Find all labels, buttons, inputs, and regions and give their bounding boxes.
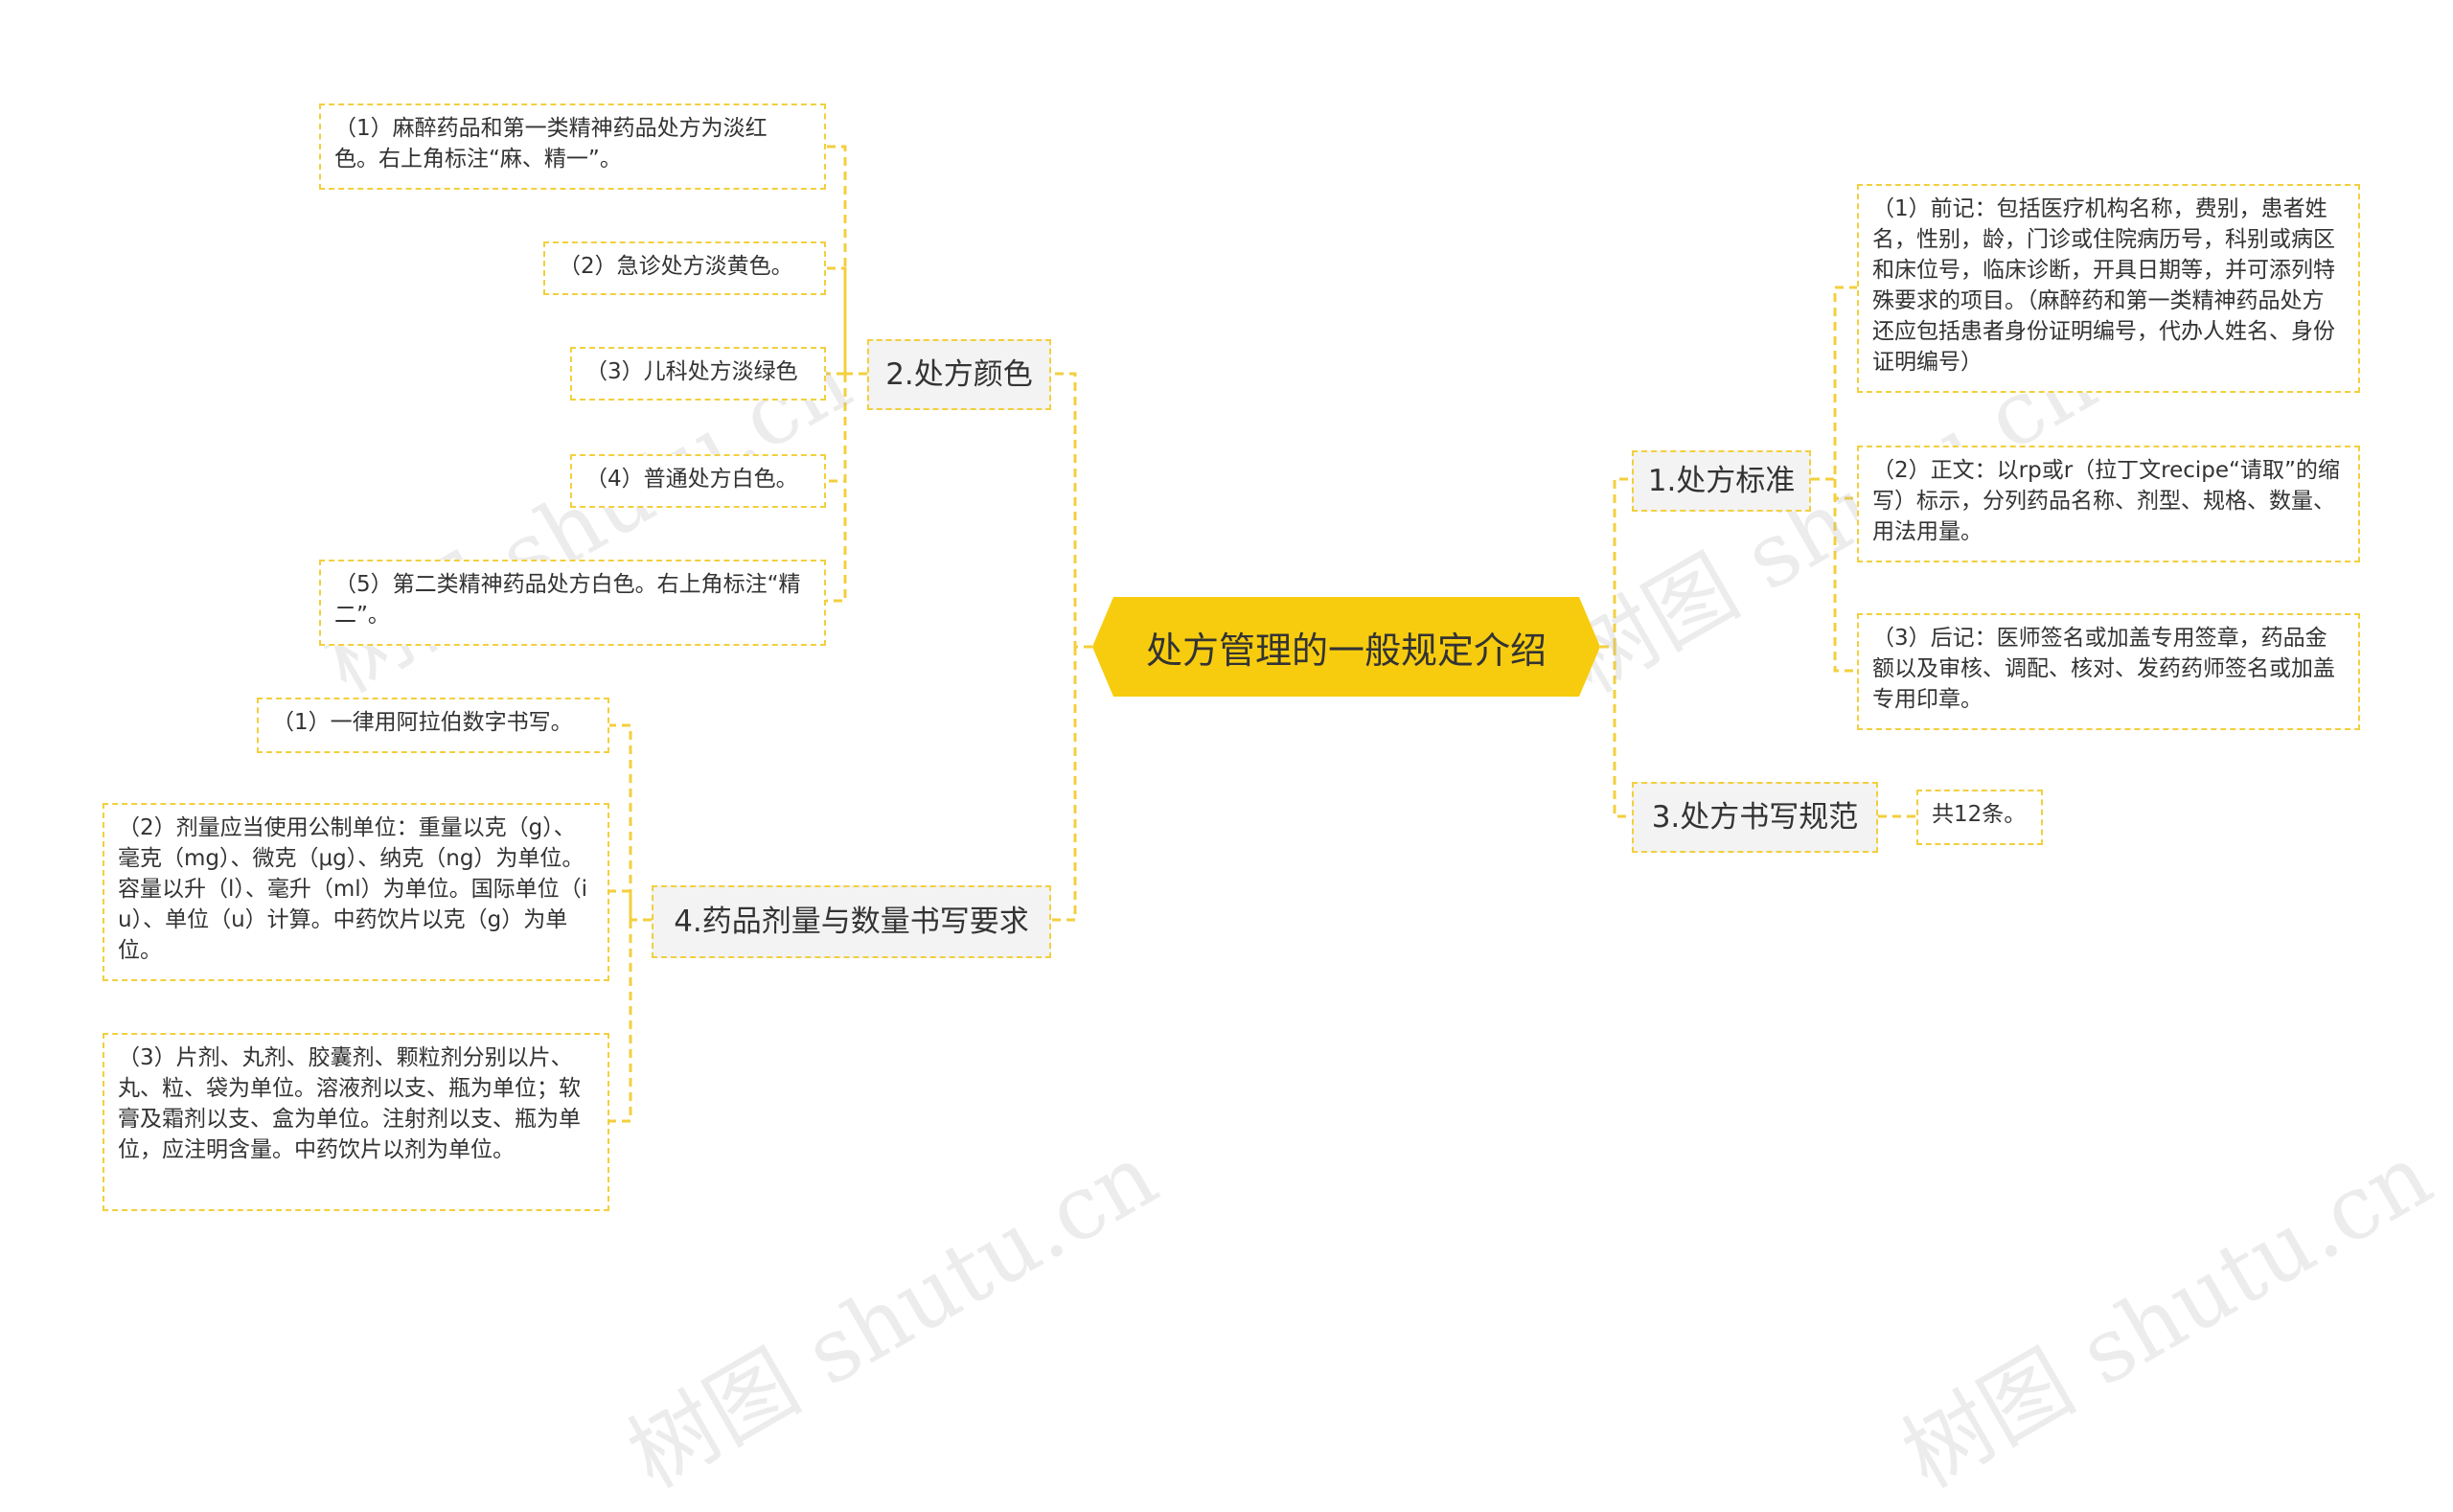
leaf-postscript[interactable]: （3）后记：医师签名或加盖专用签章，药品金额以及审核、调配、核对、发药药师签名或… bbox=[1857, 613, 2360, 730]
connector-b2-leaves bbox=[826, 145, 867, 603]
connector-b1-leaves bbox=[1811, 286, 1857, 673]
connector-root-b3 bbox=[1613, 647, 1632, 818]
branch-prescription-color[interactable]: 2.处方颜色 bbox=[867, 339, 1051, 410]
connector-root-b2 bbox=[1051, 372, 1092, 649]
leaf-color-ordinary[interactable]: （4）普通处方白色。 bbox=[570, 454, 826, 508]
connector-root-b1 bbox=[1600, 477, 1632, 649]
root-topic[interactable]: 处方管理的一般规定介绍 bbox=[1092, 597, 1600, 697]
leaf-dosage-form-units[interactable]: （3）片剂、丸剂、胶囊剂、颗粒剂分别以片、丸、粒、袋为单位。溶液剂以支、瓶为单位… bbox=[103, 1033, 609, 1211]
connector-lines bbox=[609, 145, 1916, 1123]
leaf-color-psychotropic-2[interactable]: （5）第二类精神药品处方白色。右上角标注“精二”。 bbox=[319, 560, 826, 646]
leaf-color-pediatric[interactable]: （3）儿科处方淡绿色 bbox=[570, 347, 826, 401]
branch-dosage-quantity[interactable]: 4.药品剂量与数量书写要求 bbox=[652, 885, 1051, 958]
leaf-arabic-numerals[interactable]: （1）一律用阿拉伯数字书写。 bbox=[257, 698, 609, 753]
leaf-metric-units[interactable]: （2）剂量应当使用公制单位：重量以克（g）、毫克（mg）、微克（μg）、纳克（n… bbox=[103, 803, 609, 981]
leaf-preface[interactable]: （1）前记：包括医疗机构名称，费别，患者姓名，性别，龄，门诊或住院病历号，科别或… bbox=[1857, 184, 2360, 393]
leaf-main-text[interactable]: （2）正文：以rp或r（拉丁文recipe“请取”的缩写）标示，分列药品名称、剂… bbox=[1857, 446, 2360, 562]
leaf-twelve-items[interactable]: 共12条。 bbox=[1916, 790, 2043, 845]
connector-root-b4 bbox=[1051, 647, 1077, 922]
leaf-color-emergency[interactable]: （2）急诊处方淡黄色。 bbox=[543, 241, 826, 295]
branch-writing-standard[interactable]: 3.处方书写规范 bbox=[1632, 782, 1878, 853]
connector-b4-leaves bbox=[609, 723, 652, 1123]
branch-prescription-standard[interactable]: 1.处方标准 bbox=[1632, 450, 1811, 512]
leaf-color-narcotic[interactable]: （1）麻醉药品和第一类精神药品处方为淡红色。右上角标注“麻、精一”。 bbox=[319, 103, 826, 190]
